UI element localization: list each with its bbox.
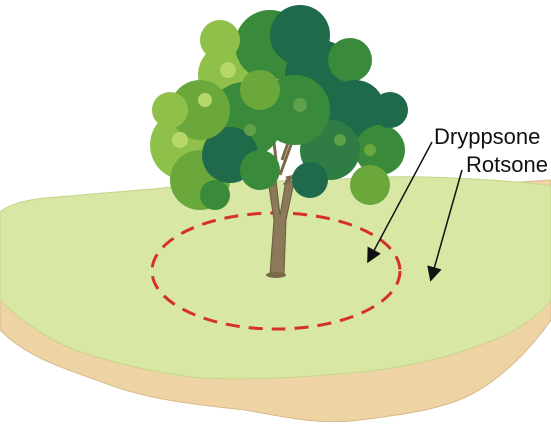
drip-zone-label: Dryppsone: [434, 124, 540, 149]
tree-base: [266, 272, 286, 278]
tree-foliage: [150, 5, 408, 210]
tree-trunk: [267, 179, 295, 275]
root-zone-label: Rotsone: [466, 152, 548, 177]
deciduous-tree-icon: [150, 5, 408, 278]
drip-zone-arrow: [367, 141, 433, 264]
root-zone-arrow: [427, 169, 463, 282]
